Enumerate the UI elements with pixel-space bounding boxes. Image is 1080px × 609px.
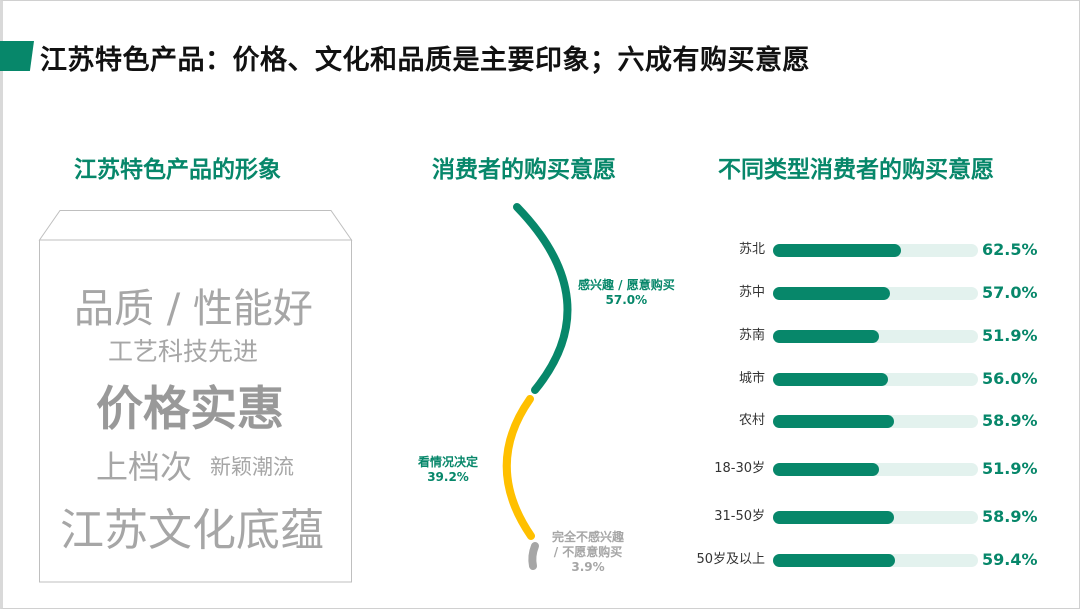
word-craft: 工艺科技先进 [108, 337, 259, 366]
label-text: / 不愿意购买 [553, 545, 623, 559]
arc-interested [513, 203, 572, 394]
bar-track [773, 373, 978, 386]
section-title-by-type: 不同类型消费者的购买意愿 [718, 157, 994, 183]
label-text: 感兴趣 / 愿意购买 [578, 278, 675, 292]
section-title-intent: 消费者的购买意愿 [432, 157, 616, 183]
label-text: 看情况决定 [418, 455, 479, 469]
bar-fill [773, 463, 880, 476]
word-quality: 品质 / 性能好 [74, 286, 313, 332]
bar-value-label: 59.4% [982, 550, 1038, 569]
label-value: 57.0% [605, 293, 648, 307]
bar-value-label: 56.0% [982, 369, 1038, 388]
bar-value-label: 51.9% [982, 326, 1038, 345]
bar-fill [773, 554, 895, 567]
bar-track [773, 415, 978, 428]
bar-fill [773, 415, 894, 428]
word-culture: 江苏文化底蕴 [60, 505, 324, 556]
bar-row: 18-30岁 51.9% [680, 459, 1040, 479]
bar-track [773, 511, 978, 524]
bar-track [773, 244, 978, 257]
box-outline [38, 210, 353, 583]
word-cloud-box: 品质 / 性能好 工艺科技先进 价格实惠 上档次 新颖潮流 江苏文化底蕴 [38, 210, 353, 583]
bar-category: 31-50岁 [714, 509, 765, 524]
bar-category: 苏北 [738, 242, 765, 257]
section-title-image: 江苏特色产品的形象 [74, 157, 281, 183]
label-value: 39.2% [427, 470, 469, 484]
arc-not-interested [528, 542, 539, 570]
bar-fill [773, 287, 890, 300]
bar-value-label: 51.9% [982, 459, 1038, 478]
bar-value-label: 57.0% [982, 283, 1038, 302]
bar-row: 城市 56.0% [680, 369, 1040, 389]
slide-title: 江苏特色产品：价格、文化和品质是主要印象；六成有购买意愿 [40, 45, 810, 76]
intent-label-interested: 感兴趣 / 愿意购买 57.0% [578, 278, 675, 308]
bar-fill [773, 330, 880, 343]
bar-category: 18-30岁 [714, 461, 765, 476]
intent-label-not-interested: 完全不感兴趣 / 不愿意购买 3.9% [552, 530, 624, 575]
bar-row: 苏中 57.0% [680, 283, 1040, 303]
bar-fill [773, 373, 888, 386]
bar-row: 31-50岁 58.9% [680, 507, 1040, 527]
bar-value-label: 62.5% [982, 240, 1038, 259]
bar-fill [773, 511, 894, 524]
word-price: 价格实惠 [96, 382, 284, 437]
bar-category: 城市 [738, 371, 765, 386]
bar-category: 苏南 [738, 328, 765, 343]
bar-fill [773, 244, 902, 257]
bar-value-label: 58.9% [982, 507, 1038, 526]
title-accent-bar [0, 41, 34, 71]
bar-row: 农村 58.9% [680, 411, 1040, 431]
bar-track [773, 463, 978, 476]
bar-track [773, 287, 978, 300]
bar-track [773, 554, 978, 567]
bar-track [773, 330, 978, 343]
bar-row: 苏北 62.5% [680, 240, 1040, 260]
bar-row: 50岁及以上 59.4% [680, 550, 1040, 570]
arc-depends [502, 395, 535, 540]
bar-row: 苏南 51.9% [680, 326, 1040, 346]
label-text: 完全不感兴趣 [552, 530, 625, 544]
bar-value-label: 58.9% [982, 411, 1038, 430]
bar-category: 苏中 [738, 285, 765, 300]
intent-label-depends: 看情况决定 39.2% [418, 455, 478, 485]
bar-category: 50岁及以上 [696, 552, 765, 567]
word-class: 上档次 [96, 448, 193, 486]
bar-category: 农村 [738, 413, 765, 428]
word-novel: 新颖潮流 [210, 455, 294, 479]
label-value: 3.9% [571, 560, 605, 574]
